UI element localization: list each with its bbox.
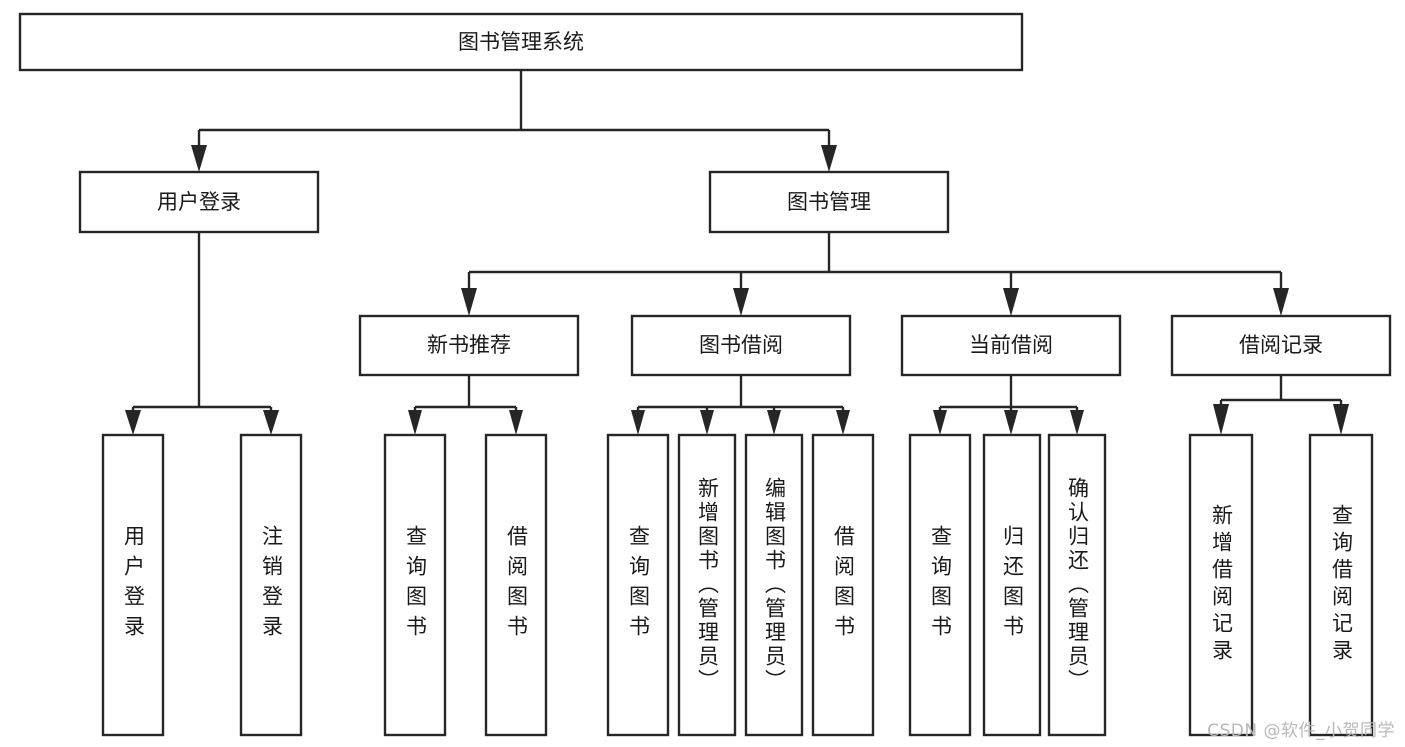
leaf-borrow-book-rec-box[interactable] [484, 433, 548, 737]
arrowhead-user-login [191, 145, 207, 172]
node-root[interactable]: 图书管理系统 [18, 12, 1024, 72]
node-book-manage-label: 图书管理 [787, 190, 871, 214]
arrowhead-leaf-query-borrow-record [1333, 404, 1349, 435]
leaf-user-login-box[interactable] [101, 433, 165, 737]
node-user-login-box[interactable] [78, 170, 320, 234]
leaf-logout-box[interactable] [239, 433, 303, 737]
node-book-manage[interactable]: 图书管理 [708, 170, 950, 234]
node-book-borrow-label: 图书借阅 [699, 333, 783, 357]
arrowhead-book-manage [821, 145, 837, 172]
leaf-return-book-box[interactable] [982, 433, 1042, 737]
arrowhead-leaf-confirm-return [1070, 410, 1084, 435]
arrowhead-leaf-borrow-book-rec [509, 410, 523, 435]
leaf-add-borrow-record-box[interactable] [1188, 433, 1254, 737]
node-borrow-record-label: 借阅记录 [1239, 333, 1323, 357]
leaf-confirm-return-box[interactable] [1047, 433, 1107, 737]
edges-layer [125, 70, 1349, 435]
node-borrow-record-box[interactable] [1170, 314, 1392, 377]
arrowhead-leaf-edit-book [767, 410, 781, 435]
leaf-query-book-rec-box[interactable] [383, 433, 447, 737]
node-book-borrow[interactable]: 图书借阅 [630, 314, 852, 377]
arrowhead-leaf-query-book-cur [933, 410, 947, 435]
arrowhead-leaf-user-login [125, 410, 141, 435]
node-current-borrow-label: 当前借阅 [969, 333, 1053, 357]
arrowhead-leaf-query-book-rec [408, 410, 422, 435]
node-user-login-label: 用户登录 [157, 190, 241, 214]
arrowhead-leaf-borrow-book [836, 410, 850, 435]
nodes-layer: 图书管理系统 用户登录 图书管理 新书推荐 图书借阅 [18, 12, 1392, 737]
node-book-borrow-box[interactable] [630, 314, 852, 377]
node-new-book-recommend[interactable]: 新书推荐 [358, 314, 580, 377]
node-new-book-recommend-label: 新书推荐 [427, 333, 511, 357]
node-current-borrow[interactable]: 当前借阅 [900, 314, 1122, 377]
arrowhead-leaf-return-book [1004, 410, 1018, 435]
arrowhead-current-borrow [1003, 288, 1019, 316]
arrowhead-leaf-logout [263, 410, 279, 435]
node-new-book-recommend-box[interactable] [358, 314, 580, 377]
node-root-box[interactable] [18, 12, 1024, 72]
leaf-query-borrow-record-box[interactable] [1308, 433, 1374, 737]
node-user-login[interactable]: 用户登录 [78, 170, 320, 234]
arrowhead-book-borrow [733, 288, 749, 316]
leaf-edit-book-box[interactable] [744, 433, 804, 737]
node-current-borrow-box[interactable] [900, 314, 1122, 377]
arrowhead-new-book-recommend [461, 288, 477, 316]
arrowhead-leaf-add-book [700, 410, 714, 435]
leaf-query-book-cur-box[interactable] [908, 433, 972, 737]
leaf-add-book-box[interactable] [677, 433, 737, 737]
arrowhead-leaf-query-book-borrow [631, 410, 645, 435]
arrowhead-borrow-record [1273, 288, 1289, 316]
node-root-label: 图书管理系统 [458, 30, 584, 54]
leaf-borrow-book-box[interactable] [811, 433, 875, 737]
node-borrow-record[interactable]: 借阅记录 [1170, 314, 1392, 377]
leaf-query-book-borrow-box[interactable] [606, 433, 670, 737]
arrowhead-leaf-add-borrow-record [1213, 404, 1229, 435]
node-book-manage-box[interactable] [708, 170, 950, 234]
